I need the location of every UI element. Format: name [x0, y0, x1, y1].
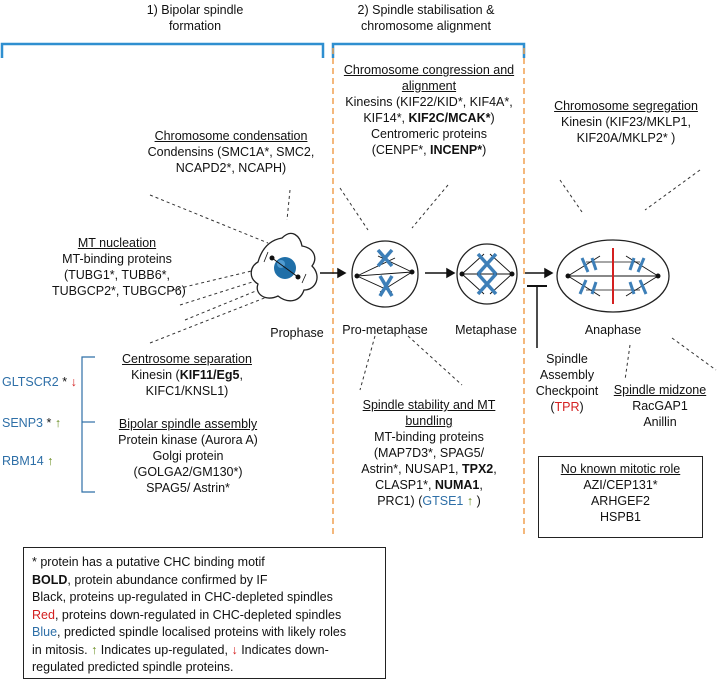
- stage-arrows: [320, 267, 554, 279]
- label-metaphase: Metaphase: [455, 323, 517, 337]
- phase1-bracket: [0, 42, 325, 58]
- predicted-bracket: [81, 356, 95, 493]
- sac-block: Spindle Assembly Checkpoint (TPR): [535, 352, 599, 414]
- midzone-title: Spindle midzone: [613, 383, 707, 397]
- nucleation-title: MT nucleation: [77, 236, 157, 250]
- predicted-gltscr2: GLTSCR2 * ↓: [2, 375, 77, 389]
- phase2-bracket: [331, 42, 526, 58]
- no-role-box: [538, 456, 703, 538]
- label-prophase: Prophase: [270, 326, 324, 340]
- legend-bold: BOLD, protein abundance confirmed by IF: [32, 572, 268, 587]
- stability-block: Spindle stability and MT bundling MT-bin…: [361, 398, 497, 508]
- label-anaphase: Anaphase: [584, 323, 642, 337]
- segregation-title: Chromosome segregation: [554, 99, 698, 113]
- down-arrow-icon: ↓: [231, 642, 238, 657]
- predicted-senp3: SENP3 * ↑: [2, 416, 62, 430]
- bipolar-block: Bipolar spindle assembly Protein kinase …: [108, 416, 268, 496]
- segregation-block: Chromosome segregation Kinesin (KIF23/MK…: [536, 98, 716, 146]
- nucleation-block: MT nucleation MT-binding proteins (TUBG1…: [52, 236, 186, 298]
- phase1-header: 1) Bipolar spindle formation: [146, 3, 244, 33]
- centrosome-title: Centrosome separation: [122, 352, 252, 366]
- metaphase-cell: [456, 243, 518, 305]
- anaphase-cell: [556, 239, 670, 313]
- congression-block: Chromosome congression and alignment Kin…: [333, 62, 525, 158]
- legend-blue: Blue, predicted spindle localised protei…: [32, 625, 347, 639]
- centrosome-block: Centrosome separation Kinesin (KIF11/Eg5…: [112, 351, 262, 399]
- no-role-title: No known mitotic role: [560, 462, 681, 476]
- down-arrow-icon: ↓: [70, 375, 77, 389]
- up-arrow-icon: ↑: [54, 416, 62, 430]
- connector-lines: [149, 169, 717, 391]
- label-prometaphase: Pro-metaphase: [342, 323, 428, 337]
- predicted-rbm14: RBM14 ↑: [2, 454, 54, 468]
- legend-black: Black, proteins up-regulated in CHC-depl…: [32, 590, 333, 604]
- up-arrow-icon: ↑: [91, 642, 98, 657]
- up-arrow-icon: ↑: [47, 454, 54, 468]
- legend-red: Red, proteins down-regulated in CHC-depl…: [32, 607, 342, 622]
- up-arrow-icon: ↑: [466, 494, 474, 508]
- legend-star: * protein has a putative CHC binding mot…: [32, 555, 265, 569]
- midzone-block: Spindle midzone RacGAP1 Anillin: [605, 382, 715, 430]
- condensation-title: Chromosome condensation: [154, 129, 308, 143]
- legend-arrows: in mitosis. ↑ Indicates up-regulated, ↓ …: [32, 642, 329, 657]
- prophase-cell: [250, 232, 318, 302]
- legend-last: regulated predicted spindle proteins.: [32, 660, 234, 674]
- no-role-block: No known mitotic role AZI/CEP131* ARHGEF…: [538, 461, 703, 525]
- congression-title: Chromosome congression and: [343, 63, 515, 77]
- legend-box: * protein has a putative CHC binding mot…: [23, 547, 386, 679]
- condensation-block: Chromosome condensation Condensins (SMC1…: [136, 128, 326, 176]
- prometaphase-cell: [351, 240, 419, 308]
- bipolar-title: Bipolar spindle assembly: [118, 417, 258, 431]
- phase2-header: 2) Spindle stabilisation & chromosome al…: [357, 3, 495, 33]
